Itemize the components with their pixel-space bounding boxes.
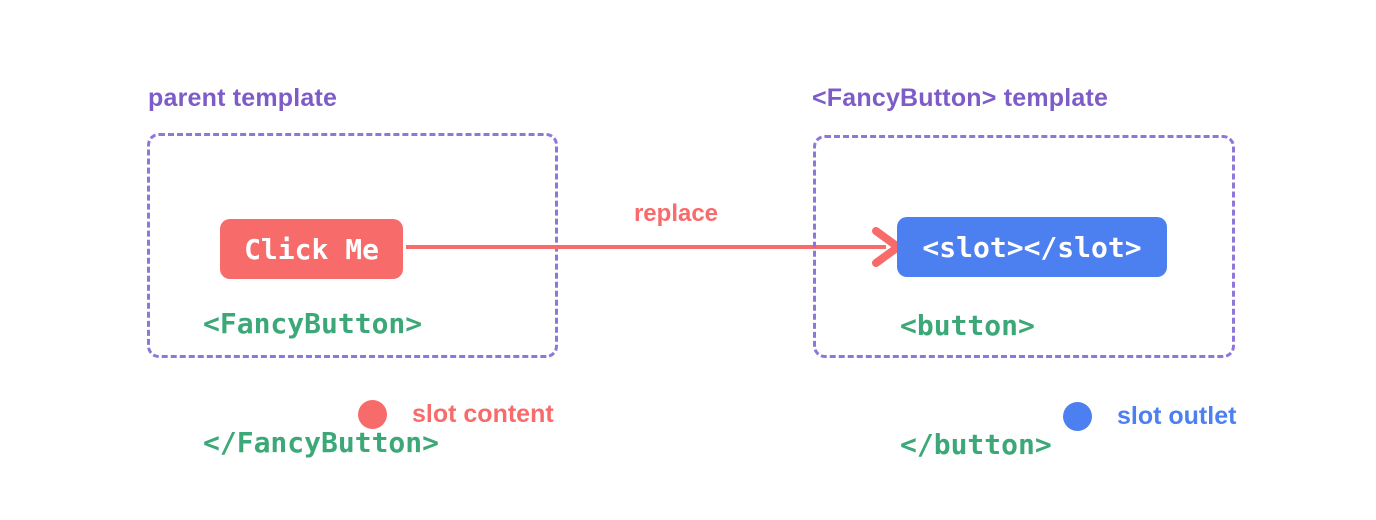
button-open-tag: <button> <box>900 309 1035 342</box>
parent-template-box: <FancyButton> Click Me </FancyButton> <box>147 133 558 457</box>
replace-label: replace <box>633 200 719 227</box>
legend-slot-outlet-label: slot outlet <box>1117 402 1237 430</box>
legend-slot-outlet: slot outlet <box>1063 402 1236 431</box>
legend-slot-content: slot content <box>358 400 554 429</box>
slot-content-dot-icon <box>358 400 387 429</box>
button-close-tag: </button> <box>900 428 1052 461</box>
slot-outlet-dot-icon <box>1063 402 1092 431</box>
parent-template-title: parent template <box>148 84 338 112</box>
fancybutton-open-tag: <FancyButton> <box>203 307 423 340</box>
fancybutton-template-box: <button> <slot></slot> </button> <box>813 135 1235 459</box>
slot-content-chip: Click Me <box>220 219 403 279</box>
slot-outlet-chip: <slot></slot> <box>897 217 1167 277</box>
fancybutton-template-title: <FancyButton> template <box>812 84 1109 112</box>
legend-slot-content-label: slot content <box>412 400 554 428</box>
fancybutton-close-tag: </FancyButton> <box>203 426 440 459</box>
